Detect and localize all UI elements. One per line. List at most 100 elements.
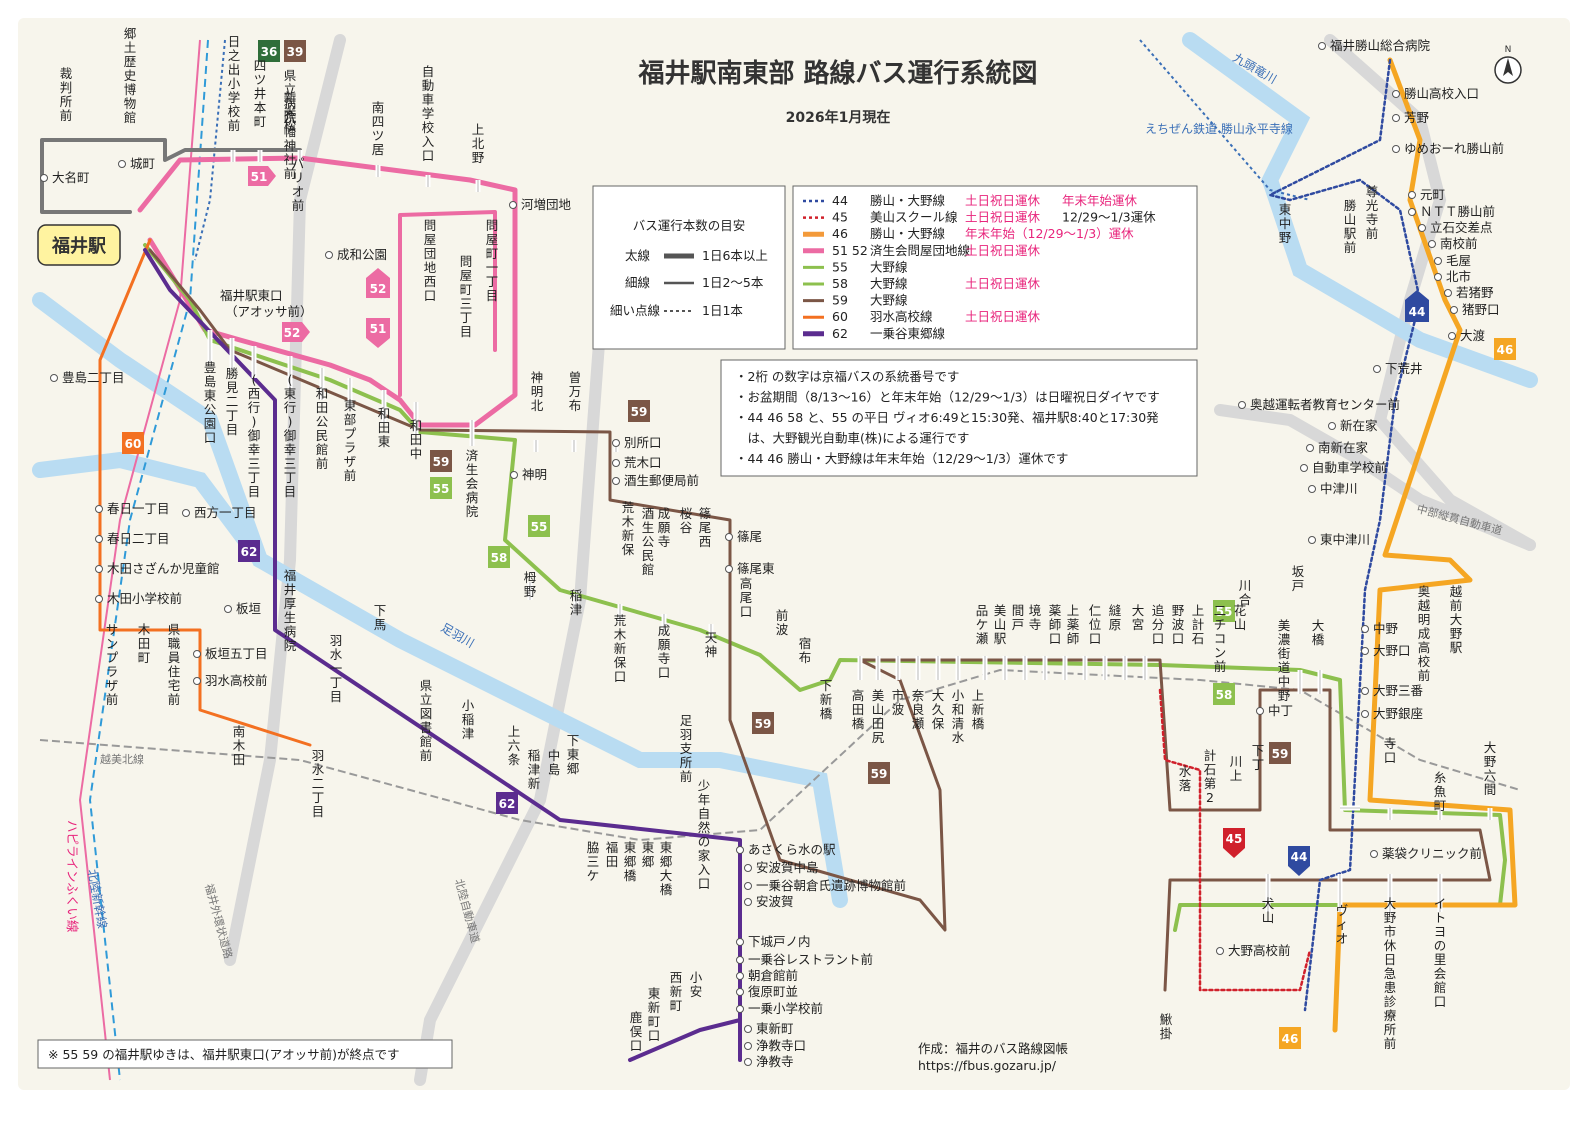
- bus-stop-label-vertical[interactable]: 仁位口: [1089, 603, 1102, 646]
- bus-stop-label-vertical[interactable]: 高尾口: [740, 576, 753, 619]
- bus-stop-label[interactable]: 毛屋: [1446, 253, 1471, 268]
- bus-stop-label[interactable]: 大野高校前: [1228, 943, 1291, 958]
- bus-stop-label[interactable]: 大野銀座: [1373, 706, 1423, 721]
- bus-stop-label-vertical[interactable]: 栂野: [524, 570, 537, 599]
- bus-stop-label-vertical[interactable]: 神明北: [531, 370, 544, 413]
- bus-stop-label[interactable]: 下城戸ノ内: [748, 934, 811, 949]
- bus-stop-label[interactable]: 中津川: [1320, 481, 1358, 496]
- bus-stop-label-vertical[interactable]: 川合: [1239, 578, 1252, 607]
- bus-stop-label[interactable]: ＮＴＴ勝山前: [1420, 204, 1495, 219]
- bus-stop-label[interactable]: 大名町: [52, 170, 90, 185]
- bus-stop-label[interactable]: 奥越運転者教育センター前: [1250, 397, 1400, 412]
- bus-stop-label-vertical[interactable]: 鰍掛: [1160, 1012, 1173, 1041]
- bus-stop-label-vertical[interactable]: 高田橋: [852, 688, 865, 731]
- bus-stop-label[interactable]: 浄教寺: [756, 1054, 794, 1069]
- bus-stop-label-vertical[interactable]: 糸魚町: [1434, 770, 1447, 813]
- bus-stop-label[interactable]: 福井勝山総合病院: [1330, 38, 1431, 53]
- bus-stop-label[interactable]: 一乗谷レストラント前: [748, 952, 873, 967]
- bus-stop-label[interactable]: 神明: [522, 467, 547, 482]
- bus-stop-label-vertical[interactable]: 篠尾西: [699, 506, 712, 549]
- bus-stop-label-vertical[interactable]: 東郷: [642, 840, 655, 869]
- bus-stop-label[interactable]: 薬袋クリニック前: [1382, 846, 1482, 861]
- bus-stop-label[interactable]: 西方一丁目: [194, 505, 257, 520]
- bus-stop-label-vertical[interactable]: 美山駅: [994, 603, 1007, 646]
- bus-stop-label[interactable]: 安波賀: [756, 894, 794, 909]
- bus-stop-label[interactable]: 芳野: [1404, 110, 1430, 125]
- bus-stop-label-vertical[interactable]: 上計石: [1192, 603, 1205, 646]
- bus-stop-label[interactable]: 浄教寺口: [756, 1038, 806, 1053]
- bus-stop-label-vertical[interactable]: 小稲津: [462, 698, 475, 741]
- bus-stop-label-vertical[interactable]: 宿布: [799, 636, 812, 665]
- bus-stop-label-vertical[interactable]: 大橋: [1312, 618, 1325, 647]
- bus-stop-label[interactable]: 酒生郵便局前: [624, 473, 699, 488]
- bus-stop-label-vertical[interactable]: 下新橋: [820, 678, 833, 721]
- bus-stop-label[interactable]: 羽水高校前: [205, 673, 268, 688]
- bus-stop-label-vertical[interactable]: 川上: [1230, 754, 1243, 783]
- bus-stop-label-vertical[interactable]: 境寺: [1029, 603, 1042, 632]
- bus-stop-label[interactable]: 木田小学校前: [107, 591, 182, 606]
- bus-stop-label-vertical[interactable]: 追分口: [1152, 603, 1165, 646]
- bus-stop-label[interactable]: 大野口: [1373, 643, 1411, 658]
- bus-stop-label-vertical[interactable]: 小安: [690, 970, 703, 999]
- bus-stop-label[interactable]: 中丁: [1268, 703, 1293, 718]
- bus-stop-label[interactable]: ゆめおーれ勝山前: [1404, 141, 1504, 156]
- bus-stop-label-vertical[interactable]: 犬山: [1262, 896, 1275, 925]
- bus-stop-label[interactable]: 河増団地: [521, 197, 572, 212]
- bus-stop-label[interactable]: 自動車学校前: [1312, 460, 1387, 475]
- bus-stop-label-vertical[interactable]: 南木田: [233, 724, 246, 767]
- bus-stop-label[interactable]: 一乗谷朝倉氏遺跡博物館前: [756, 878, 906, 893]
- bus-stop-label[interactable]: 中野: [1373, 621, 1399, 636]
- bus-stop-label[interactable]: 南新在家: [1318, 440, 1369, 455]
- bus-stop-label-vertical[interactable]: 坂戸: [1292, 564, 1305, 593]
- bus-stop-label[interactable]: 豊島二丁目: [62, 370, 125, 385]
- bus-stop-label-vertical[interactable]: 下馬: [374, 603, 387, 632]
- bus-stop-label[interactable]: 東中津川: [1320, 532, 1370, 547]
- bus-stop-label[interactable]: 新在家: [1340, 418, 1378, 433]
- bus-stop-label[interactable]: 別所口: [624, 435, 662, 450]
- bus-stop-label[interactable]: 成和公園: [337, 247, 387, 262]
- bus-stop-label[interactable]: 北市: [1446, 269, 1471, 284]
- bus-stop-label[interactable]: 大渡: [1460, 328, 1486, 343]
- bus-stop-label-vertical[interactable]: 野波口: [1172, 603, 1185, 646]
- bus-stop-label-vertical[interactable]: 桜谷: [680, 506, 693, 535]
- bus-stop-label-vertical[interactable]: ヴィオ: [1336, 903, 1349, 946]
- bus-stop-label-vertical[interactable]: 下東郷: [567, 733, 580, 776]
- bus-stop-label-vertical[interactable]: 曽万布: [569, 370, 582, 413]
- bus-stop-label-vertical[interactable]: 西新町: [670, 970, 683, 1013]
- bus-stop-label-vertical[interactable]: 東中野: [1279, 202, 1292, 245]
- bus-stop-label-vertical[interactable]: 縫原: [1109, 603, 1122, 632]
- bus-stop-label-vertical[interactable]: 上北野: [472, 122, 485, 165]
- bus-stop-label-vertical[interactable]: 上新橋: [972, 688, 985, 731]
- bus-stop-label-vertical[interactable]: 稲津新: [528, 748, 541, 791]
